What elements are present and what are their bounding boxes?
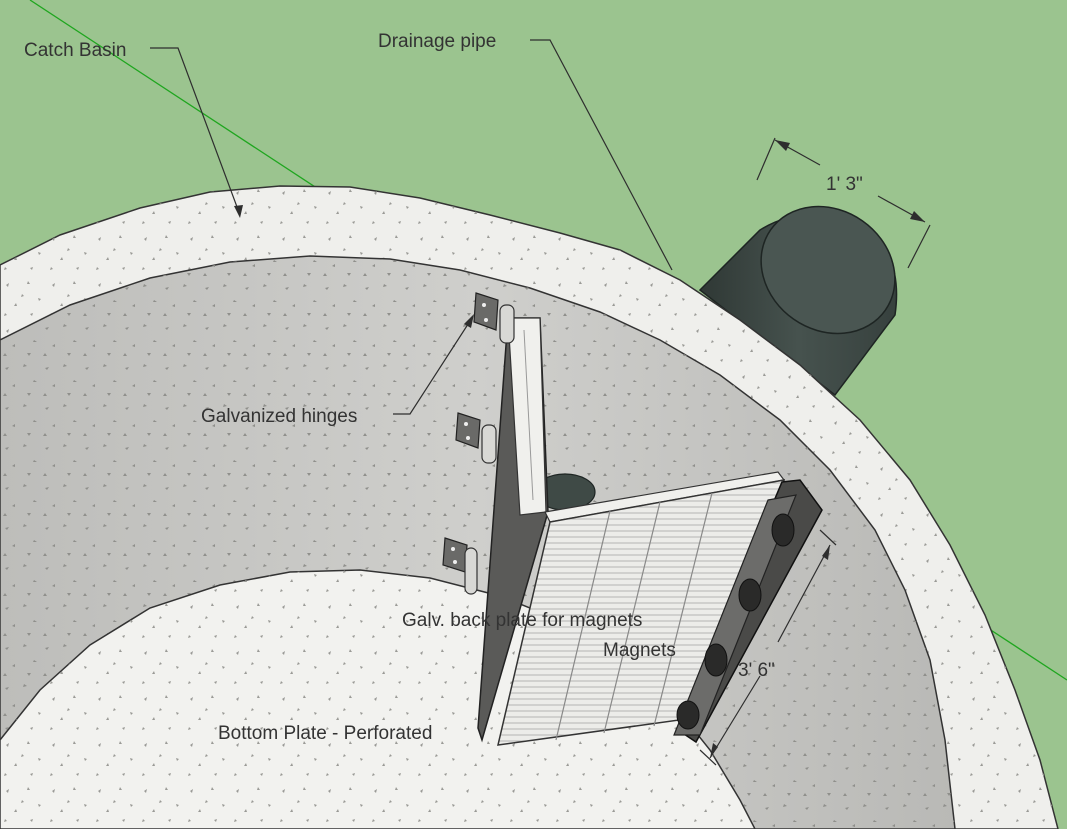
galvanized-hinges <box>442 292 515 595</box>
label-galvanized-hinges: Galvanized hinges <box>201 406 357 427</box>
label-bottom-plate: Bottom Plate - Perforated <box>218 723 432 744</box>
hinge-bottom <box>442 537 478 595</box>
label-catch-basin: Catch Basin <box>24 40 126 61</box>
pipe-diameter-text: 1' 3" <box>826 174 863 195</box>
magnet-1 <box>771 513 795 547</box>
hinge-middle <box>455 412 497 464</box>
label-leaders <box>150 39 673 415</box>
magnet-4 <box>676 700 700 730</box>
hinge-top <box>473 292 515 344</box>
dimension-plate-length: 3' 6" <box>699 529 837 766</box>
galv-back-plate <box>673 479 823 744</box>
label-drainage-pipe: Drainage pipe <box>378 31 496 52</box>
drainage-pipe <box>698 205 898 397</box>
label-galv-back-plate: Galv. back plate for magnets <box>402 610 642 631</box>
magnet-3 <box>704 643 728 677</box>
magnet-2 <box>738 578 762 612</box>
dimension-pipe-diameter: 1' 3" <box>756 137 931 269</box>
label-magnets: Magnets <box>603 640 676 661</box>
plate-length-text: 3' 6" <box>738 660 775 681</box>
